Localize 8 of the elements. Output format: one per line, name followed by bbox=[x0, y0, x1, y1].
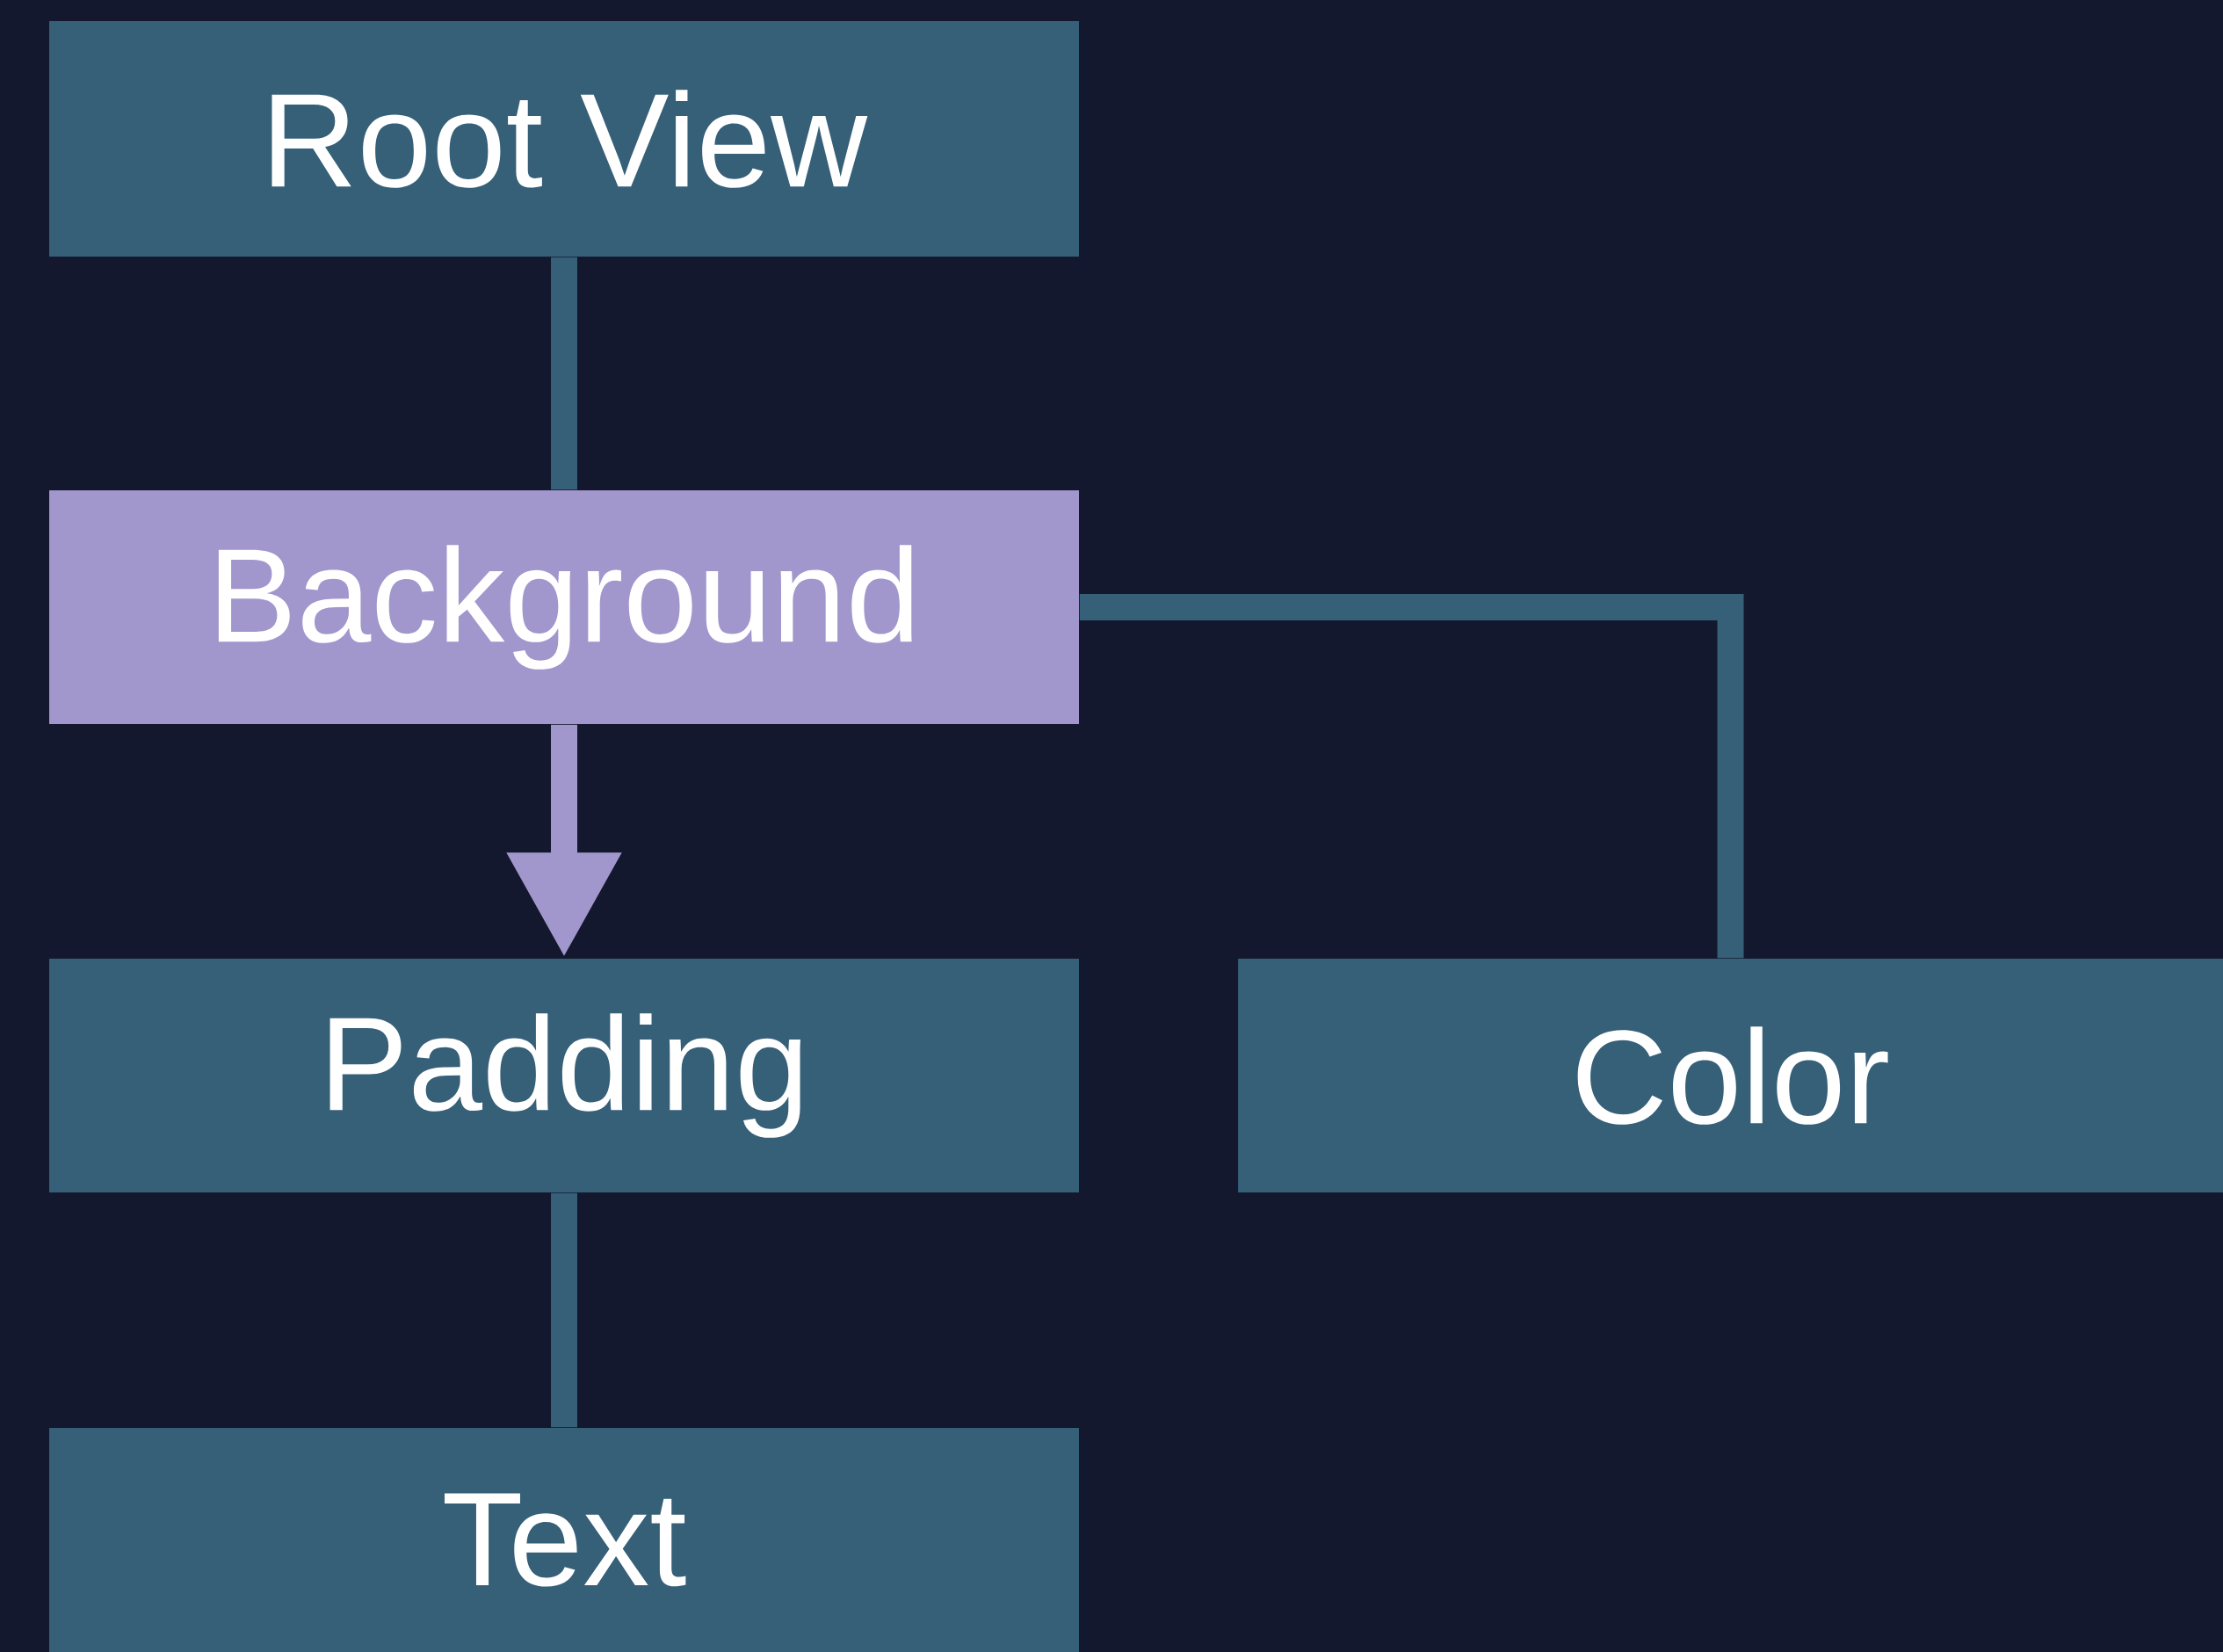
view-box: Padding bbox=[49, 959, 1079, 1192]
connector bbox=[1079, 594, 1744, 959]
connector bbox=[551, 1192, 577, 1428]
connector bbox=[551, 257, 577, 490]
view-box: Color bbox=[1238, 959, 2223, 1192]
view-box: Text bbox=[49, 1428, 1079, 1652]
view-box: Background bbox=[49, 490, 1079, 724]
view-box: Root View bbox=[49, 21, 1079, 257]
